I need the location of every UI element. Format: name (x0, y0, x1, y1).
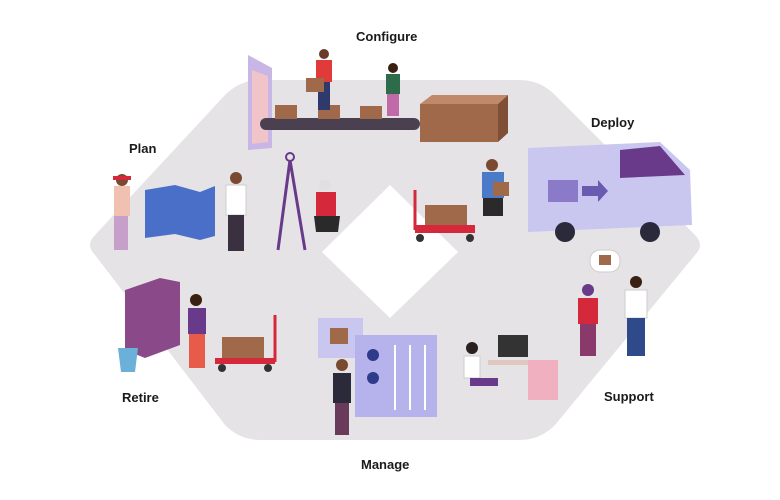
configure-conveyor-illustration (248, 49, 508, 150)
stage-label-deploy: Deploy (591, 115, 635, 130)
manage-illustration (318, 318, 437, 435)
stage-label-manage: Manage (361, 457, 410, 472)
helpdesk-illustration (463, 335, 558, 400)
retire-illustration (118, 278, 277, 372)
stage-label-retire: Retire (122, 390, 159, 405)
stage-label-support: Support (604, 389, 654, 404)
stage-label-plan: Plan (129, 141, 157, 156)
center-diamond (322, 185, 458, 318)
stage-label-configure: Configure (356, 29, 418, 44)
deploy-illustration (413, 142, 692, 242)
plan-illustration (113, 152, 340, 251)
support-illustration (578, 249, 648, 356)
